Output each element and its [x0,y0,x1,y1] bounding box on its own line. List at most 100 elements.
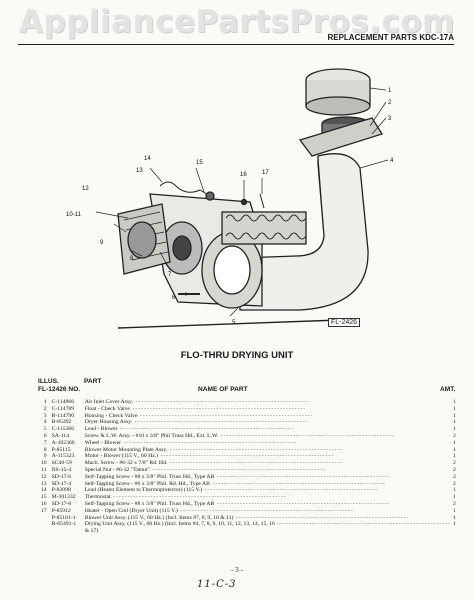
part-name-text: Heater - Open Coil (Dryer Unit) (115 V.) [84,507,178,514]
illus-number-text: 5 [43,426,47,433]
leader-dots: ----------------------------------------… [274,521,451,528]
part-name: Lead - Blower --------------------------… [85,426,451,433]
part-name-text: Motor - Blower (115 V., 60 Hz.) [84,453,159,460]
column-amt: AMT. [440,386,456,393]
callout-4: 4 [390,158,394,164]
part-name: Self-Tapping Screw - #8 x 3/8" Phil. Tru… [85,474,451,481]
part-number: B-85492 [52,419,85,426]
illus-number [38,528,52,535]
part-number-text: C-114789 [51,405,75,412]
part-name-text: Self-Tapping Screw - #8 x 3/8" Phil. Tru… [84,473,215,480]
part-number-text: SD-17-4 [51,480,72,487]
leader-dots: ----------------------------------------… [233,514,410,521]
part-name-text: Dryer Housing Assy. [84,419,133,426]
part-name-text: Drying Unit Assy. (115 V., 60 Hz.) (Incl… [84,521,275,528]
illus-number-text: 13 [40,480,47,487]
part-number: M-301332 [52,494,85,501]
part-name: Heater - Open Coil (Dryer Unit) (115 V.)… [85,508,451,515]
illus-number-text: 11 [41,466,47,473]
leader-dots: ----------------------------------------… [209,480,387,487]
blower-lead-illustration [117,319,341,329]
part-number-text: SD-17-6 [51,473,72,480]
illus-number-text: 7 [43,439,47,446]
part-amount: 1 [451,440,458,447]
callout-17: 17 [262,170,269,176]
part-name-text: Housing - Check Valve [84,412,138,419]
part-amount-text: 1 [453,439,456,446]
part-number [52,528,85,535]
part-amount: 1 [451,508,458,515]
part-name: Self-Tapping Screw - #8 x 3/8" Phil. Tru… [85,501,451,508]
part-amount: 1 [451,426,458,433]
blower-housing-illustration [149,193,263,309]
leader-dots: ----------------------------------------… [167,446,344,453]
part-amount: 1 [451,487,458,494]
table-row: 13 SD-17-4 Self-Tapping Screw - #6 x 3/8" … [38,481,458,488]
part-name-text: Self-Tapping Screw - #8 x 3/8" Phil. Tru… [84,500,215,507]
part-amount-text: 1 [453,487,456,494]
part-number-text: NS-15-4 [51,466,72,473]
illus-number: 9 [38,453,52,460]
part-amount-text: 2 [453,460,456,467]
part-number: NS-15-4 [52,467,85,474]
part-amount: 1 [451,515,458,522]
part-name: Dryer Housing Assy. --------------------… [85,419,451,426]
part-number: R-85491-1 [52,521,85,528]
part-amount-text: 2 [453,473,456,480]
part-number: SD-17-8 [52,501,85,508]
illus-number: 10 [38,460,52,467]
callout-13: 13 [136,168,143,174]
leader-dots: ----------------------------------------… [167,460,344,467]
illus-number: 7 [38,440,52,447]
illus-number-text: 1 [43,399,47,405]
illus-number: 1 [38,399,52,406]
illus-number-text: 10 [40,460,47,467]
part-amount-text: 1 [453,446,456,453]
illus-number-text: 17 [40,507,47,514]
illus-number [38,521,52,528]
leader-dots: ----------------------------------------… [158,453,335,460]
callout-16: 16 [240,172,247,178]
part-number: SA-114 [52,433,85,440]
part-number: C-115366 [52,426,85,433]
part-number-text: R-85491-1 [51,521,77,528]
part-amount-text: 1 [453,494,456,501]
part-amount-text: 1 [453,507,456,514]
part-name: Motor - Blower (115 V., 60 Hz.) --------… [85,453,451,460]
part-number-text: A-102360 [51,439,75,446]
section-title: FLO-THRU DRYING UNIT [180,350,294,361]
leader-dots: ----------------------------------------… [129,405,306,412]
part-name-text: Self-Tapping Screw - #6 x 3/8" Phil. Rd.… [84,480,210,487]
part-amount: 1 [451,399,458,406]
callout-9: 9 [100,240,104,246]
callout-3: 3 [388,116,392,122]
illus-number-text: 9 [43,453,47,460]
illus-number [38,515,52,522]
part-amount-text: 1 [453,412,456,419]
air-inlet-cover-illustration [305,68,371,116]
handwritten-note: 11-C-3 [197,579,237,590]
part-number-text: P-85115 [51,446,71,453]
part-number-text: M-301332 [51,494,76,501]
illus-number-text: 2 [43,405,47,412]
part-amount: 1 [451,447,458,454]
part-number: P-85101-1 [52,515,85,522]
callout-1: 1 [388,88,392,94]
part-name-text: Blower Motor Mounting Plate Assy. [84,446,168,453]
part-amount-text: 2 [453,500,456,507]
part-number-text: P-83098 [51,487,71,494]
illus-number: 13 [38,481,52,488]
lead-wire-illustration [159,181,265,209]
callout-2: 2 [388,100,392,106]
table-row: R-85491-1 Drying Unit Assy. (115 V., 60 H… [38,521,458,528]
part-name-text: Lead (Heater Element to Thermoprotector)… [84,487,203,494]
callout-15: 15 [196,160,203,166]
part-amount: 1 [451,406,458,413]
illus-number-text: 12 [40,473,47,480]
